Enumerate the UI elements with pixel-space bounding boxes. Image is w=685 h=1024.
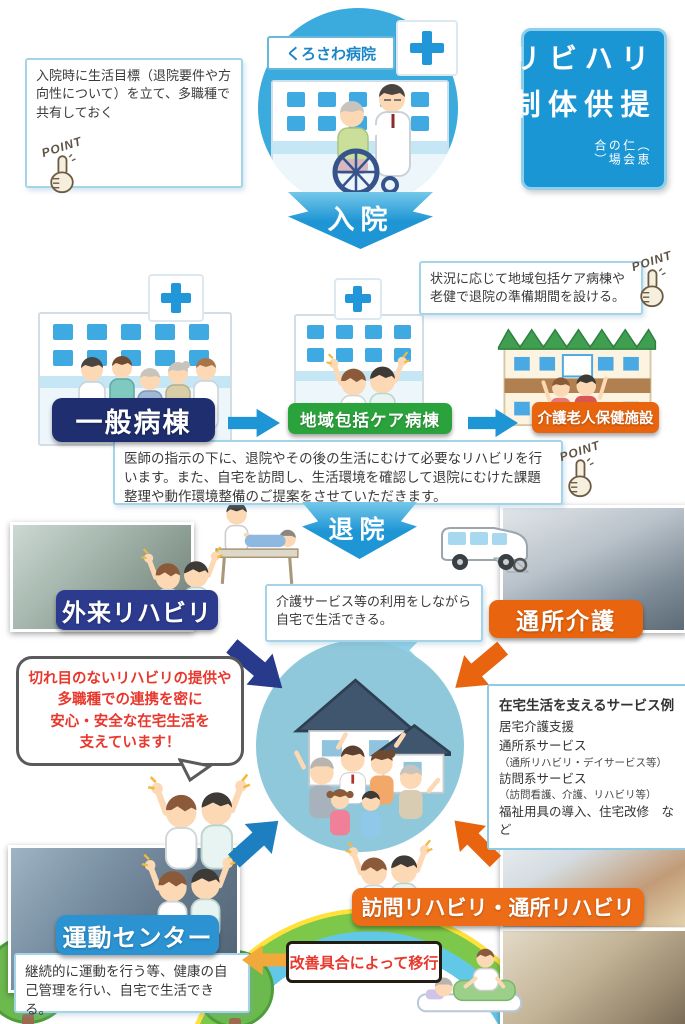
service-item: 通所系サービス [499, 738, 587, 753]
arrow-right-icon [228, 408, 280, 438]
wheelchair-van-illustration [441, 527, 530, 573]
transition-label: 改善具合によって移行 [286, 941, 442, 983]
geriatric-facility-label: 介護老人保健施設 [532, 402, 659, 433]
bedside-rehab-photo [500, 928, 685, 1024]
admission-goal-text: 入院時に生活目標（退院要件や方向性について）を立て、多職種で共有しておく [36, 68, 232, 120]
home-life-circle [256, 640, 464, 852]
ward-cross-icon [148, 274, 204, 322]
bubble-tail [178, 758, 212, 782]
therapy-table-illustration [215, 502, 299, 584]
service-item: 訪問系サービス [499, 771, 587, 786]
point-marker: POINT [626, 248, 678, 312]
community-care-ward-label: 地域包括ケア病棟 [288, 403, 452, 434]
title-line2: 提供体制 [507, 89, 648, 126]
staff-speech-bubble: 切れ目のないリハビリの提供や 多職種での連携を密に 安心・安全な在宅生活を 支え… [16, 656, 244, 766]
house-family-illustration [292, 678, 451, 838]
doctor-instruction-note: 医師の指示の下に、退院やその後の生活にむけて必要なリハビリを行います。また、自宅… [113, 440, 563, 505]
point-marker: POINT [554, 438, 606, 502]
general-ward-label: 一般病棟 [52, 398, 215, 442]
title-subtitle: （恵仁会の場合） [592, 139, 650, 168]
exercise-note: 継続的に運動を行う等、健康の自己管理を行い、自宅で生活できる。 [14, 953, 250, 1017]
hospital-cross-icon [396, 20, 458, 76]
discharge-ribbon: 退院 [302, 502, 417, 559]
outpatient-rehab-label: 外来リハビリ [56, 590, 218, 630]
day-care-label: 通所介護 [489, 600, 643, 638]
service-item: 福祉用具の導入、住宅改修 など [499, 804, 675, 838]
service-item: 居宅介護支援 [499, 720, 575, 734]
pointing-hand-icon [50, 154, 77, 194]
exercise-center-label: 運動センター [56, 915, 219, 955]
preparation-note: 状況に応じて地域包括ケア病棟や老健で退院の準備期間を設ける。 [419, 261, 643, 315]
home-visit-rehab-label: 訪問リハビリ・通所リハビリ [352, 888, 644, 926]
doctor-wheelchair-illustration [332, 84, 411, 196]
page-title: リハビリ 提供体制 （恵仁会の場合） [507, 28, 667, 190]
point-marker: POINT [36, 134, 88, 198]
pointing-hand-icon [568, 458, 595, 498]
hospital-name-sign: くろさわ病院 [267, 36, 395, 70]
admission-ribbon: 入院 [288, 192, 433, 249]
home-services-box: 在宅生活を支えるサービス例 居宅介護支援 通所系サービス （通所リハビリ・デイサ… [487, 684, 685, 851]
care-service-note: 介護サービス等の利用をしながら自宅で生活できる。 [265, 584, 483, 642]
pointing-hand-icon [640, 268, 667, 308]
home-services-title: 在宅生活を支えるサービス例 [499, 698, 675, 713]
service-item-detail: （訪問看護、介護、リハビリ等） [499, 789, 657, 802]
service-item-detail: （通所リハビリ・デイサービス等） [499, 756, 667, 769]
home-massage-illustration [416, 948, 523, 1013]
title-line1: リハビリ [507, 43, 648, 79]
ward-cross-icon [334, 278, 382, 320]
